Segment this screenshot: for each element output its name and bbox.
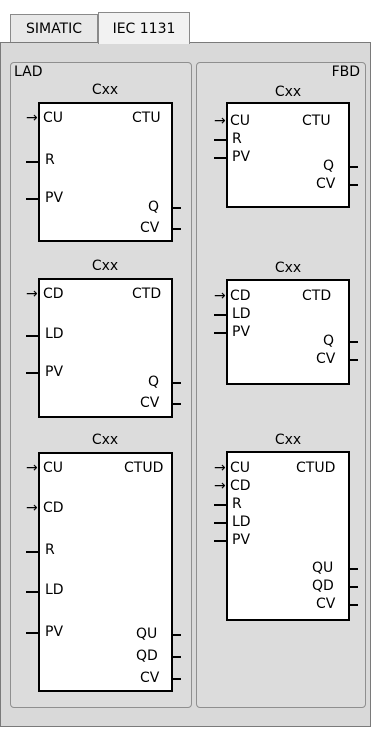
input-stub — [214, 522, 226, 524]
input-stub — [214, 314, 226, 316]
pin-qd: QD — [312, 578, 334, 594]
output-stub — [173, 207, 181, 209]
output-stub — [350, 568, 358, 570]
pin-cv: CV — [316, 351, 336, 367]
edge-arrow-icon: → — [26, 110, 38, 126]
pin-qd: QD — [136, 648, 158, 664]
lad-ctu-box — [38, 102, 173, 242]
input-stub — [26, 161, 38, 163]
pin-cd: CD — [43, 500, 64, 516]
output-stub — [350, 166, 358, 168]
input-stub — [26, 591, 38, 593]
pin-cd: CD — [230, 288, 251, 304]
input-stub — [26, 335, 38, 337]
pin-cv: CV — [140, 220, 160, 236]
pin-cv: CV — [140, 395, 160, 411]
fbd-ctd-box — [226, 279, 350, 385]
pin-ld: LD — [45, 326, 64, 342]
block-name: Cxx — [91, 82, 119, 98]
pin-cv: CV — [140, 670, 160, 686]
block-name: Cxx — [91, 432, 119, 448]
block-name: Cxx — [91, 258, 119, 274]
pin-cv: CV — [316, 176, 336, 192]
pin-pv: PV — [232, 324, 251, 340]
input-stub — [214, 139, 226, 141]
pin-ld: LD — [45, 582, 64, 598]
pin-q: Q — [148, 199, 160, 215]
input-stub — [26, 198, 38, 200]
input-stub — [214, 332, 226, 334]
pin-qu: QU — [136, 626, 158, 642]
pin-qu: QU — [312, 560, 334, 576]
pin-cu: CU — [43, 110, 64, 126]
edge-arrow-icon: → — [214, 288, 226, 304]
output-stub — [173, 678, 181, 680]
edge-arrow-icon: → — [214, 113, 226, 129]
edge-arrow-icon: → — [26, 286, 38, 302]
output-stub — [173, 634, 181, 636]
pin-pv: PV — [45, 190, 64, 206]
edge-arrow-icon: → — [26, 500, 38, 516]
pin-r: R — [232, 131, 242, 147]
pin-cv: CV — [316, 596, 336, 612]
output-stub — [350, 359, 358, 361]
pin-cd: CD — [230, 478, 251, 494]
block-type: CTUD — [124, 460, 164, 476]
output-stub — [350, 604, 358, 606]
output-stub — [173, 382, 181, 384]
pin-q: Q — [323, 333, 335, 349]
pin-pv: PV — [45, 364, 64, 380]
tab-simatic[interactable]: SIMATIC — [10, 14, 98, 42]
block-type: CTU — [132, 110, 161, 126]
pin-r: R — [232, 496, 242, 512]
output-stub — [173, 656, 181, 658]
output-stub — [173, 403, 181, 405]
input-stub — [26, 632, 38, 634]
pin-pv: PV — [232, 149, 251, 165]
pin-pv: PV — [232, 532, 251, 548]
input-stub — [214, 540, 226, 542]
output-stub — [350, 341, 358, 343]
block-type: CTD — [302, 288, 332, 304]
block-type: CTD — [132, 286, 162, 302]
block-name: Cxx — [274, 432, 302, 448]
block-type: CTU — [302, 113, 331, 129]
pin-q: Q — [323, 158, 335, 174]
input-stub — [214, 504, 226, 506]
tab-iec-1131[interactable]: IEC 1131 — [98, 12, 190, 44]
input-stub — [214, 157, 226, 159]
fbd-ctu-box — [226, 102, 350, 208]
edge-arrow-icon: → — [214, 460, 226, 476]
lad-ctud-box — [38, 452, 173, 692]
input-stub — [26, 551, 38, 553]
block-type: CTUD — [296, 460, 336, 476]
pin-cu: CU — [43, 460, 64, 476]
fbd-label: FBD — [331, 64, 360, 80]
lad-label: LAD — [14, 64, 43, 80]
pin-r: R — [45, 542, 55, 558]
block-name: Cxx — [274, 84, 302, 100]
edge-arrow-icon: → — [26, 460, 38, 476]
output-stub — [173, 228, 181, 230]
pin-cd: CD — [43, 286, 64, 302]
block-name: Cxx — [274, 260, 302, 276]
pin-ld: LD — [232, 306, 251, 322]
pin-q: Q — [148, 374, 160, 390]
input-stub — [26, 372, 38, 374]
pin-cu: CU — [230, 460, 251, 476]
output-stub — [350, 184, 358, 186]
pin-ld: LD — [232, 514, 251, 530]
pin-r: R — [45, 152, 55, 168]
edge-arrow-icon: → — [214, 478, 226, 494]
fbd-ctud-box — [226, 451, 350, 621]
lad-ctd-box — [38, 278, 173, 418]
pin-pv: PV — [45, 624, 64, 640]
pin-cu: CU — [230, 113, 251, 129]
output-stub — [350, 586, 358, 588]
